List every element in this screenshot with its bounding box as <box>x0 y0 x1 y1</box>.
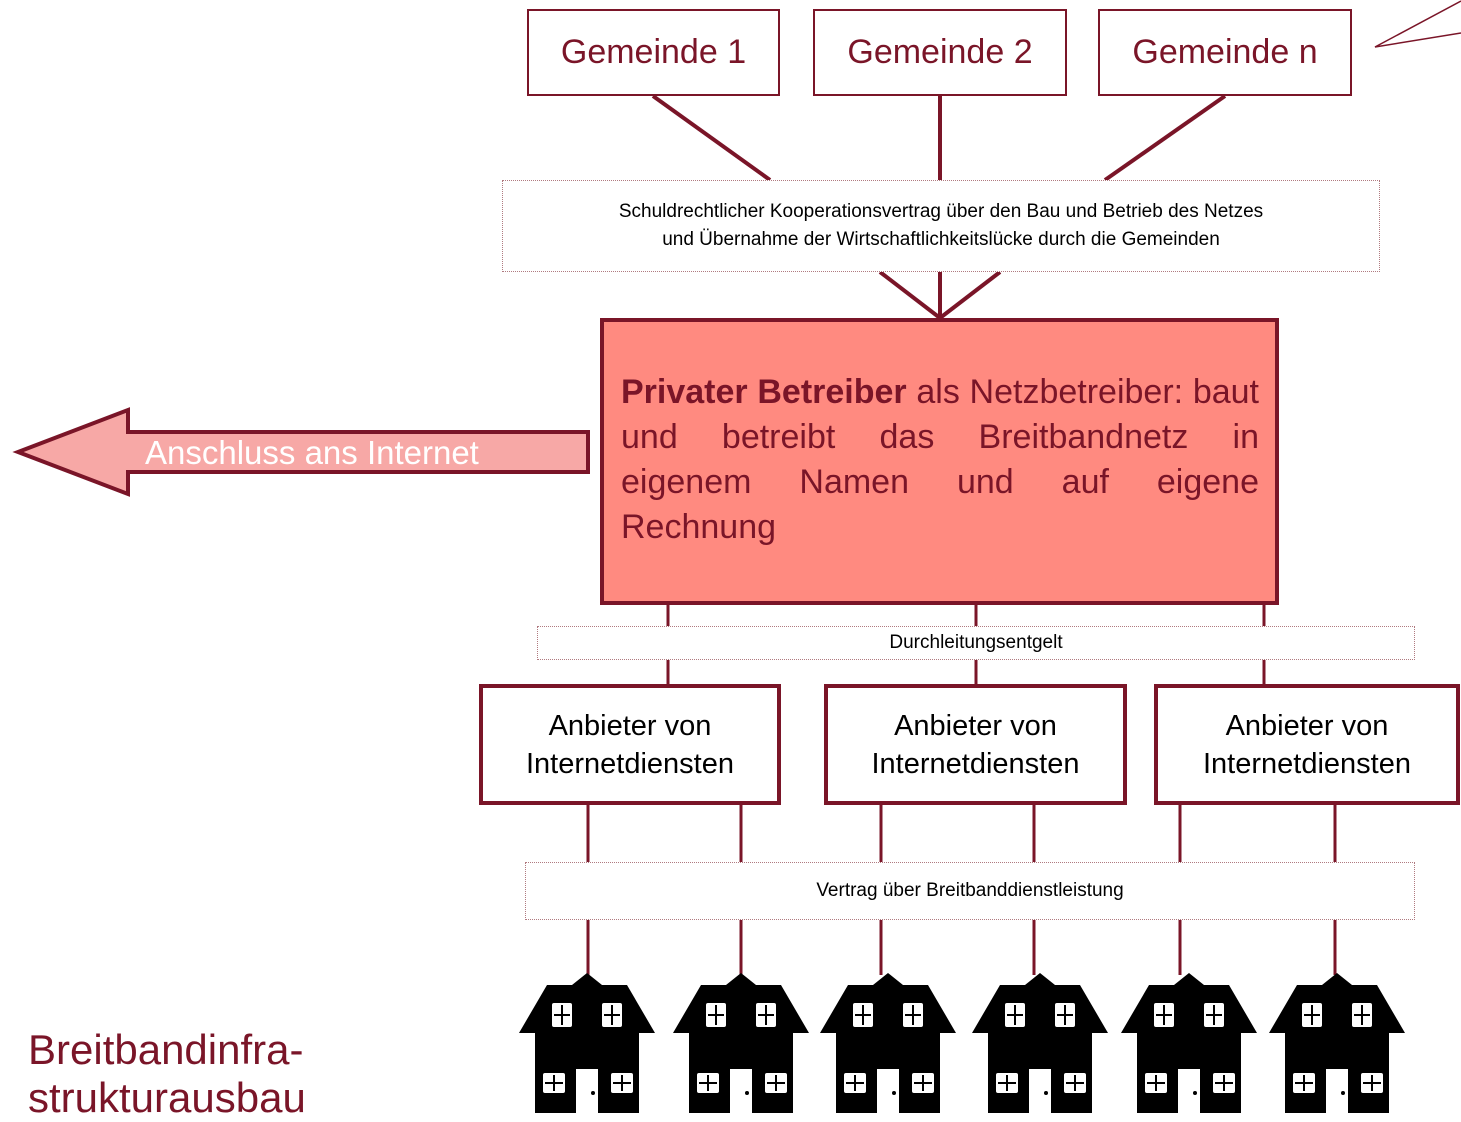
provider-line1: Anbieter von <box>548 709 712 742</box>
provider-line2: Internetdiensten <box>871 747 1080 780</box>
community-box-2: Gemeinde 2 <box>813 9 1067 96</box>
provider-line2: Internetdiensten <box>1203 747 1411 780</box>
page-title-line2: strukturausbau <box>28 1074 306 1121</box>
private-operator-box: Privater Betreiber als Netzbetreiber: ba… <box>600 318 1279 605</box>
provider-line1: Anbieter von <box>1225 709 1389 742</box>
community-label: Gemeinde n <box>1132 33 1318 71</box>
page-title-line1: Breitbandinfra- <box>28 1026 304 1073</box>
page-title: Breitbandinfra- strukturausbau <box>28 1026 306 1122</box>
house-icon <box>818 973 958 1113</box>
internet-arrow <box>12 407 590 497</box>
community-box-n: Gemeinde n <box>1098 9 1352 96</box>
internet-connection-label: Anschluss ans Internet <box>145 434 479 471</box>
service-contract-label: Vertrag über Breitbanddienstleistung <box>816 880 1124 901</box>
cooperation-contract-box: Schuldrechtlicher Kooperationsvertrag üb… <box>502 180 1380 272</box>
cooperation-contract-line2: und Übernahme der Wirtschaftlichkeitslüc… <box>662 229 1220 250</box>
transit-fee-label: Durchleitungsentgelt <box>889 632 1063 653</box>
callout-fragment <box>1374 0 1461 48</box>
house-icon <box>1119 973 1259 1113</box>
service-contract-box: Vertrag über Breitbanddienstleistung <box>525 862 1415 920</box>
provider-box-1: Anbieter von Internetdiensten <box>479 684 781 805</box>
house-icon <box>970 973 1110 1113</box>
provider-box-3: Anbieter von Internetdiensten <box>1154 684 1460 805</box>
provider-line2: Internetdiensten <box>526 747 734 780</box>
transit-fee-box: Durchleitungsentgelt <box>537 626 1415 660</box>
house-icon <box>517 973 657 1113</box>
community-box-1: Gemeinde 1 <box>527 9 780 96</box>
house-icon <box>1267 973 1407 1113</box>
provider-line1: Anbieter von <box>894 709 1057 742</box>
cooperation-contract-line1: Schuldrechtlicher Kooperationsvertrag üb… <box>618 201 1264 222</box>
house-icon <box>671 973 811 1113</box>
operator-title-bold: Privater Betreiber <box>621 373 907 411</box>
operator-description: baut und betreibt das Breitbandnetz in e… <box>621 373 1259 546</box>
community-label: Gemeinde 2 <box>847 33 1033 71</box>
provider-box-2: Anbieter von Internetdiensten <box>824 684 1127 805</box>
operator-title-rest: als Netzbetreiber: <box>906 373 1184 411</box>
community-label: Gemeinde 1 <box>560 33 747 71</box>
